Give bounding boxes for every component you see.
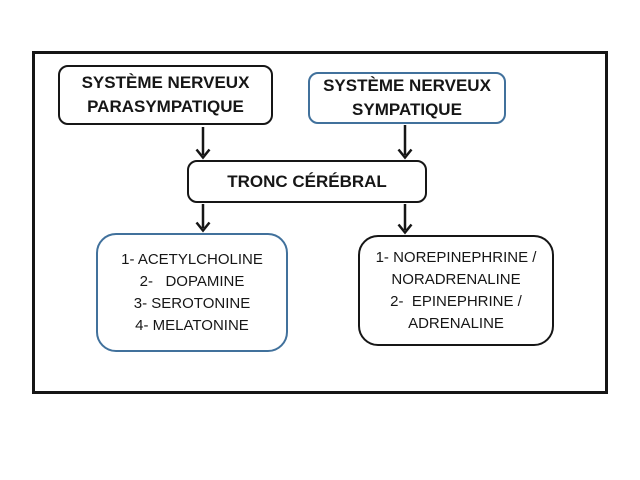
- arrow-brainstem-to-sym-nt: [397, 204, 413, 235]
- box-brainstem-label: TRONC CÉRÉBRAL: [227, 171, 387, 191]
- parasym-nt-item-3: 3- SEROTONINE: [133, 294, 251, 312]
- box-parasympathetic-neurotransmitters: 1- ACETYLCHOLINE 2- DOPAMINE 3- SEROTONI…: [96, 233, 288, 352]
- box-parasympathetic-line2: PARASYMPATIQUE: [87, 97, 244, 116]
- box-parasympathetic-system: SYSTÈME NERVEUX PARASYMPATIQUE: [58, 65, 273, 125]
- sym-nt-item-2b: ADRENALINE: [408, 314, 504, 332]
- parasym-nt-item-2: 2- DOPAMINE: [139, 272, 245, 290]
- box-brainstem: TRONC CÉRÉBRAL: [187, 160, 427, 203]
- arrow-brainstem-to-parasym-nt: [195, 204, 211, 233]
- parasym-nt-item-1: 1- ACETYLCHOLINE: [121, 250, 263, 268]
- sym-nt-item-1a: 1- NOREPINEPHRINE /: [375, 248, 537, 266]
- box-sympathetic-line1: SYSTÈME NERVEUX: [323, 76, 491, 95]
- arrow-sympathetic-to-brainstem: [397, 125, 413, 160]
- box-sympathetic-line2: SYMPATIQUE: [352, 100, 462, 119]
- sym-nt-item-2a: 2- EPINEPHRINE /: [390, 292, 522, 310]
- arrow-parasympathetic-to-brainstem: [195, 127, 211, 160]
- box-parasympathetic-line1: SYSTÈME NERVEUX: [81, 73, 250, 92]
- parasym-nt-item-4: 4- MELATONINE: [135, 316, 249, 334]
- sym-nt-item-1b: NORADRENALINE: [391, 270, 521, 288]
- box-sympathetic-neurotransmitters: 1- NOREPINEPHRINE / NORADRENALINE 2- EPI…: [358, 235, 554, 346]
- box-sympathetic-system: SYSTÈME NERVEUX SYMPATIQUE: [308, 72, 506, 124]
